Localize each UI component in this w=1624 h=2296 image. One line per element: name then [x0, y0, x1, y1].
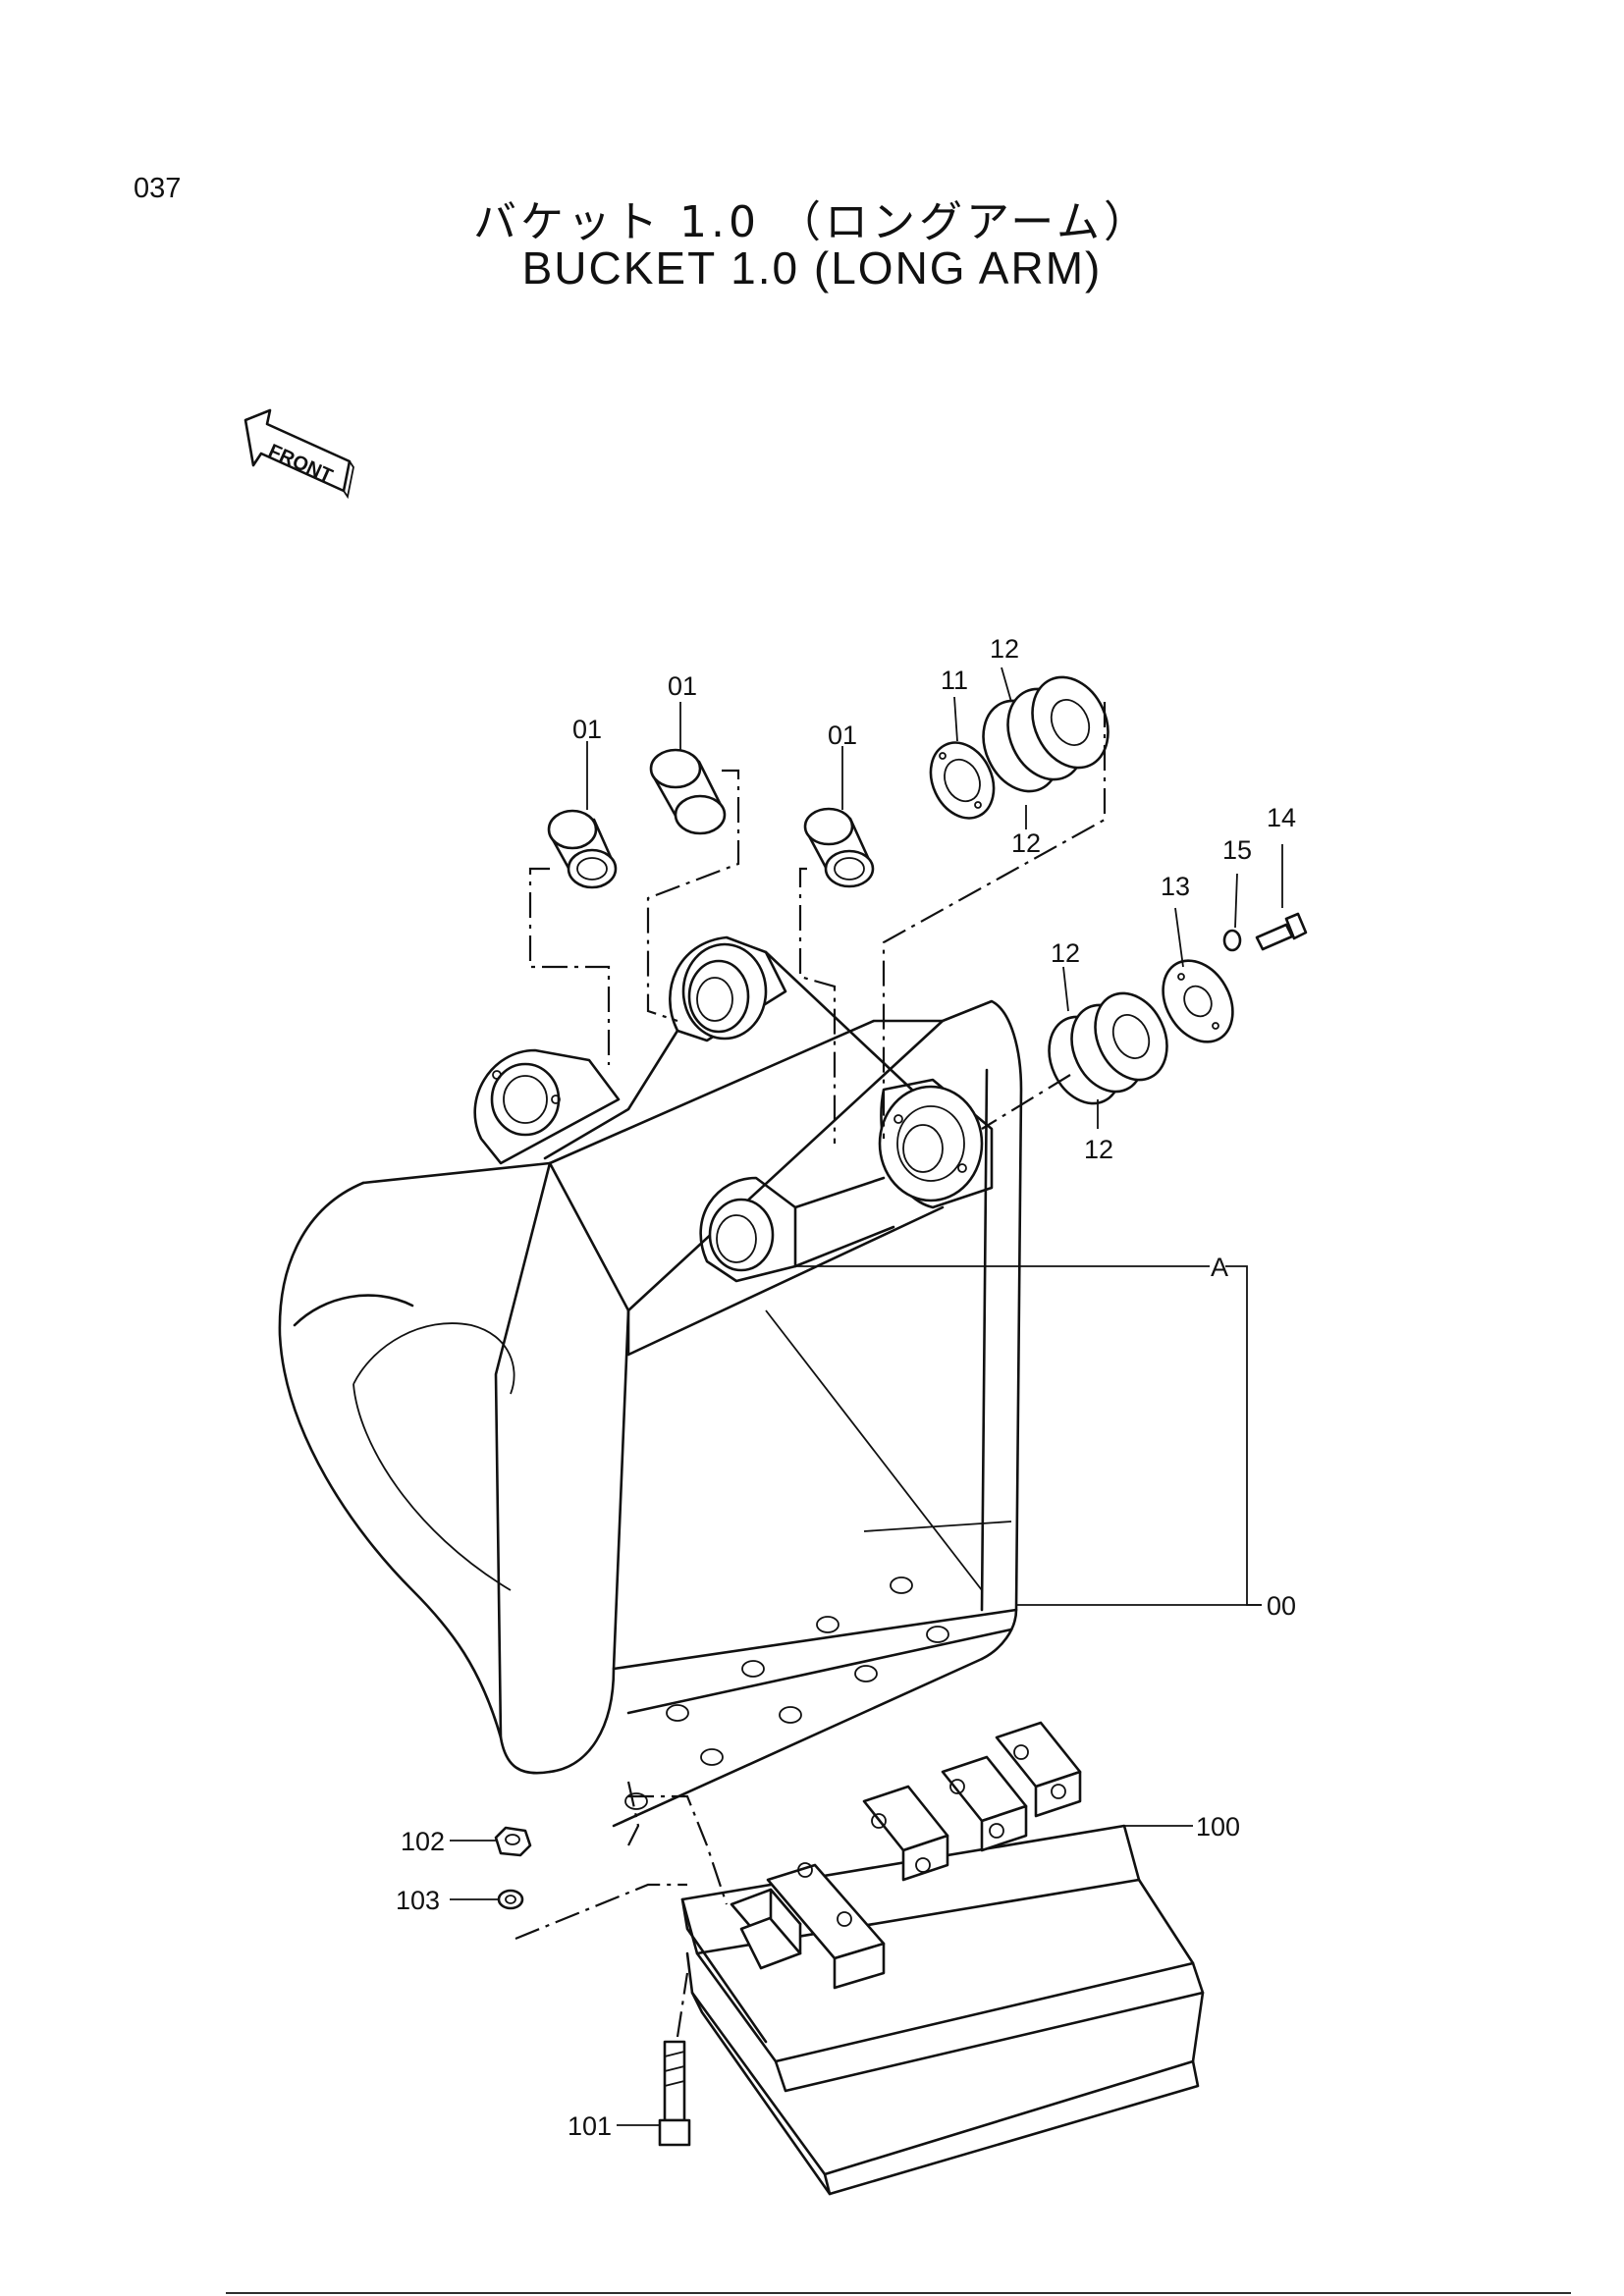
edge-blocks [730, 1721, 1082, 1990]
plate-13 [1162, 959, 1234, 1043]
callout-a: A [1211, 1253, 1228, 1282]
front-arrow-icon: FRONT [244, 408, 354, 500]
callout-12: 12 [1011, 828, 1041, 858]
shims-12-lower [1048, 991, 1168, 1105]
bushing-01-middle [649, 748, 727, 835]
callout-01: 01 [828, 721, 857, 750]
callout-101: 101 [568, 2111, 612, 2141]
cutting-edge-100 [680, 1721, 1205, 2196]
callout-00: 00 [1267, 1591, 1296, 1621]
callout-12: 12 [1084, 1135, 1113, 1164]
washer-103 [497, 1889, 524, 1910]
callout-14: 14 [1267, 803, 1296, 832]
page-number: 037 [134, 173, 182, 204]
callout-11: 11 [941, 666, 968, 695]
bucket-body [278, 999, 1023, 1828]
bushing-01-left [547, 809, 618, 889]
shims-12-upper [982, 675, 1110, 793]
seal-11 [929, 741, 996, 820]
callout-labels: 01 01 01 11 12 12 12 12 13 14 15 A 00 10… [396, 634, 1296, 2141]
callout-15: 15 [1222, 835, 1252, 865]
bucket-brackets [473, 935, 994, 1283]
callout-01: 01 [668, 671, 697, 701]
callout-102: 102 [401, 1827, 445, 1856]
bolt-14 [1255, 912, 1308, 951]
title-japanese: バケット 1.0 （ロングアーム） [473, 197, 1151, 247]
bolt-101 [658, 2040, 691, 2147]
callout-13: 13 [1161, 872, 1190, 901]
leader-lines [450, 667, 1283, 2126]
bucket-bolt-holes [624, 1576, 949, 1810]
nut-102 [494, 1826, 532, 1857]
callout-12: 12 [1051, 938, 1080, 968]
title-english: BUCKET 1.0 (LONG ARM) [521, 242, 1103, 294]
callout-12: 12 [990, 634, 1019, 664]
washer-15 [1222, 929, 1242, 952]
callout-103: 103 [396, 1886, 440, 1915]
explode-lines [514, 702, 1107, 2038]
callout-100: 100 [1196, 1812, 1240, 1842]
callout-01: 01 [572, 715, 602, 744]
bushing-01-right [803, 807, 875, 888]
